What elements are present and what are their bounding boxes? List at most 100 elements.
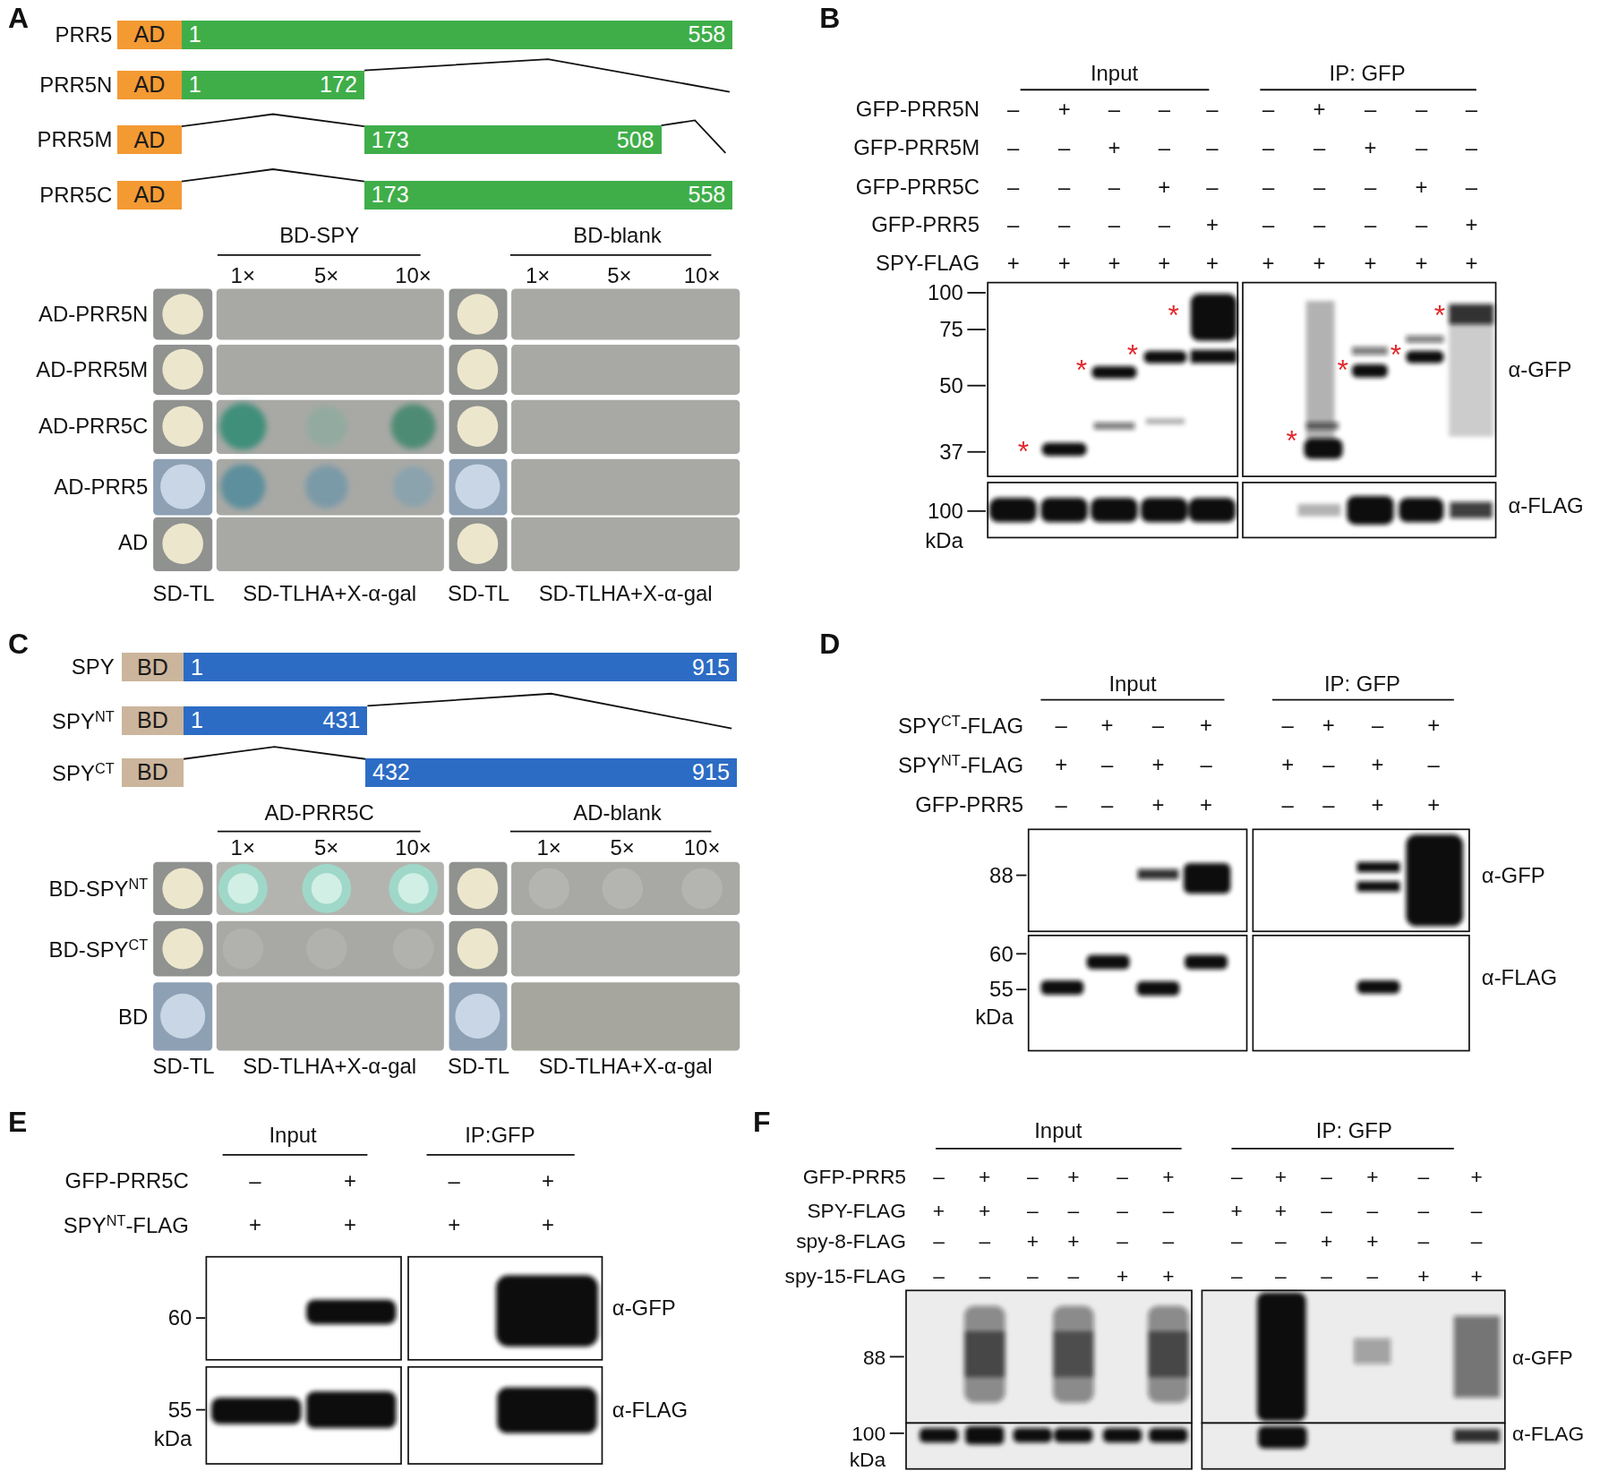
sign: + bbox=[1157, 176, 1171, 198]
protein-band bbox=[306, 1391, 396, 1429]
sign: – bbox=[1007, 136, 1019, 159]
sign: – bbox=[1058, 136, 1070, 159]
sign: – bbox=[1152, 714, 1164, 736]
yeast-spot bbox=[528, 868, 570, 910]
band-marker: * bbox=[1434, 301, 1446, 331]
sign: + bbox=[1058, 252, 1071, 274]
protein-band bbox=[1351, 364, 1388, 378]
yeast-spot bbox=[162, 405, 204, 447]
sign: + bbox=[1162, 1166, 1174, 1188]
yeast-plate bbox=[216, 288, 445, 340]
yeast-plate bbox=[449, 400, 508, 454]
medium-label: SD-TLHA+X-α-gal bbox=[539, 582, 713, 605]
protein-band bbox=[1405, 834, 1464, 927]
protein-band bbox=[1013, 1428, 1053, 1443]
sign: + bbox=[1470, 1265, 1482, 1286]
band-marker: * bbox=[1337, 356, 1349, 386]
yeast-spot bbox=[454, 993, 500, 1039]
label-group: SPYNT-FLAG bbox=[898, 752, 1024, 777]
band-marker: * bbox=[1390, 341, 1402, 370]
activation-domain-box: AD bbox=[117, 180, 182, 210]
superscript: CT bbox=[128, 936, 149, 953]
protein-band bbox=[1136, 981, 1180, 996]
protein-band bbox=[1190, 350, 1237, 364]
yeast-plate bbox=[511, 862, 740, 916]
sign: – bbox=[1206, 176, 1218, 198]
sign: + bbox=[1371, 753, 1385, 776]
sign: – bbox=[1108, 213, 1121, 236]
sign: + bbox=[1366, 1166, 1378, 1188]
activation-domain-box: AD bbox=[117, 125, 182, 155]
antibody: α-GFP bbox=[1481, 864, 1546, 887]
yeast-plate bbox=[449, 862, 508, 916]
protein-band bbox=[1190, 293, 1237, 341]
dilution: 10× bbox=[394, 837, 432, 859]
mw-marker: 55 bbox=[989, 979, 1014, 1002]
residue-number: 173 bbox=[371, 128, 410, 152]
size-tick bbox=[1016, 988, 1027, 991]
sign: – bbox=[1471, 1230, 1483, 1251]
sign: – bbox=[1158, 213, 1171, 236]
protein-band bbox=[496, 1387, 598, 1434]
activation-domain-box: AD bbox=[117, 70, 182, 100]
sign: – bbox=[1231, 1265, 1243, 1286]
blot-membrane bbox=[906, 1290, 1192, 1423]
sign: – bbox=[1026, 1166, 1039, 1188]
sign: + bbox=[1067, 1230, 1079, 1251]
blot-membrane bbox=[1252, 829, 1470, 932]
protein-band bbox=[1137, 869, 1180, 880]
sign: – bbox=[1367, 1199, 1379, 1221]
mw-marker: 50 bbox=[939, 375, 964, 397]
sign: – bbox=[932, 1265, 945, 1286]
row-label: GFP-PRR5C bbox=[855, 176, 980, 198]
dilution: 1× bbox=[537, 837, 562, 859]
sign: – bbox=[1007, 98, 1019, 120]
construct-name: SPY bbox=[51, 709, 95, 734]
sign: + bbox=[978, 1166, 991, 1188]
yeast-plate bbox=[216, 862, 445, 916]
dilution: 10× bbox=[684, 265, 721, 287]
antibody: α-FLAG bbox=[1512, 1423, 1584, 1445]
sign: – bbox=[1007, 213, 1019, 236]
sign: + bbox=[1026, 1230, 1039, 1251]
protein-region-bar: 1172 bbox=[181, 70, 365, 100]
blot-membrane bbox=[205, 1367, 402, 1464]
protein-region-bar: 1558 bbox=[181, 20, 733, 50]
yeast-spot bbox=[160, 993, 206, 1039]
row-label: GFP-PRR5C bbox=[65, 1170, 189, 1192]
dilution: 5× bbox=[314, 265, 339, 287]
domain-tag: BD bbox=[136, 709, 169, 732]
sign: + bbox=[1427, 794, 1440, 816]
deletion-tail bbox=[661, 119, 727, 153]
sign: – bbox=[1058, 213, 1070, 236]
domain-tag: AD bbox=[134, 23, 166, 46]
sign: + bbox=[1281, 753, 1294, 776]
sign: – bbox=[1313, 136, 1326, 159]
panel-letter: C bbox=[8, 630, 29, 659]
yeast-spot bbox=[160, 293, 723, 1039]
band-marker: * bbox=[1167, 301, 1179, 331]
yeast-spot bbox=[311, 872, 343, 904]
blot-membrane bbox=[1028, 829, 1248, 932]
protein-band bbox=[1086, 954, 1130, 969]
lane-group: Input bbox=[1034, 1120, 1082, 1142]
header-underline bbox=[426, 1154, 574, 1156]
sign: – bbox=[1108, 98, 1121, 120]
blot-membrane bbox=[1028, 935, 1248, 1052]
medium-label: SD-TL bbox=[153, 1055, 215, 1078]
mw-marker: 75 bbox=[939, 318, 964, 341]
sign: – bbox=[932, 1166, 945, 1188]
lane-group: IP: GFP bbox=[1316, 1120, 1393, 1142]
mw-marker: 100 bbox=[927, 282, 964, 304]
dilution: 5× bbox=[314, 837, 339, 859]
sign: + bbox=[1157, 252, 1171, 274]
protein-band bbox=[1140, 497, 1188, 522]
size-tick bbox=[196, 292, 1027, 1434]
yeast-spot bbox=[457, 523, 499, 565]
activation-domain-box: AD bbox=[117, 20, 182, 50]
antibody: α-FLAG bbox=[1481, 966, 1558, 989]
sign: – bbox=[1415, 136, 1428, 159]
deletion-line bbox=[181, 113, 365, 127]
superscript: CT bbox=[941, 712, 961, 729]
